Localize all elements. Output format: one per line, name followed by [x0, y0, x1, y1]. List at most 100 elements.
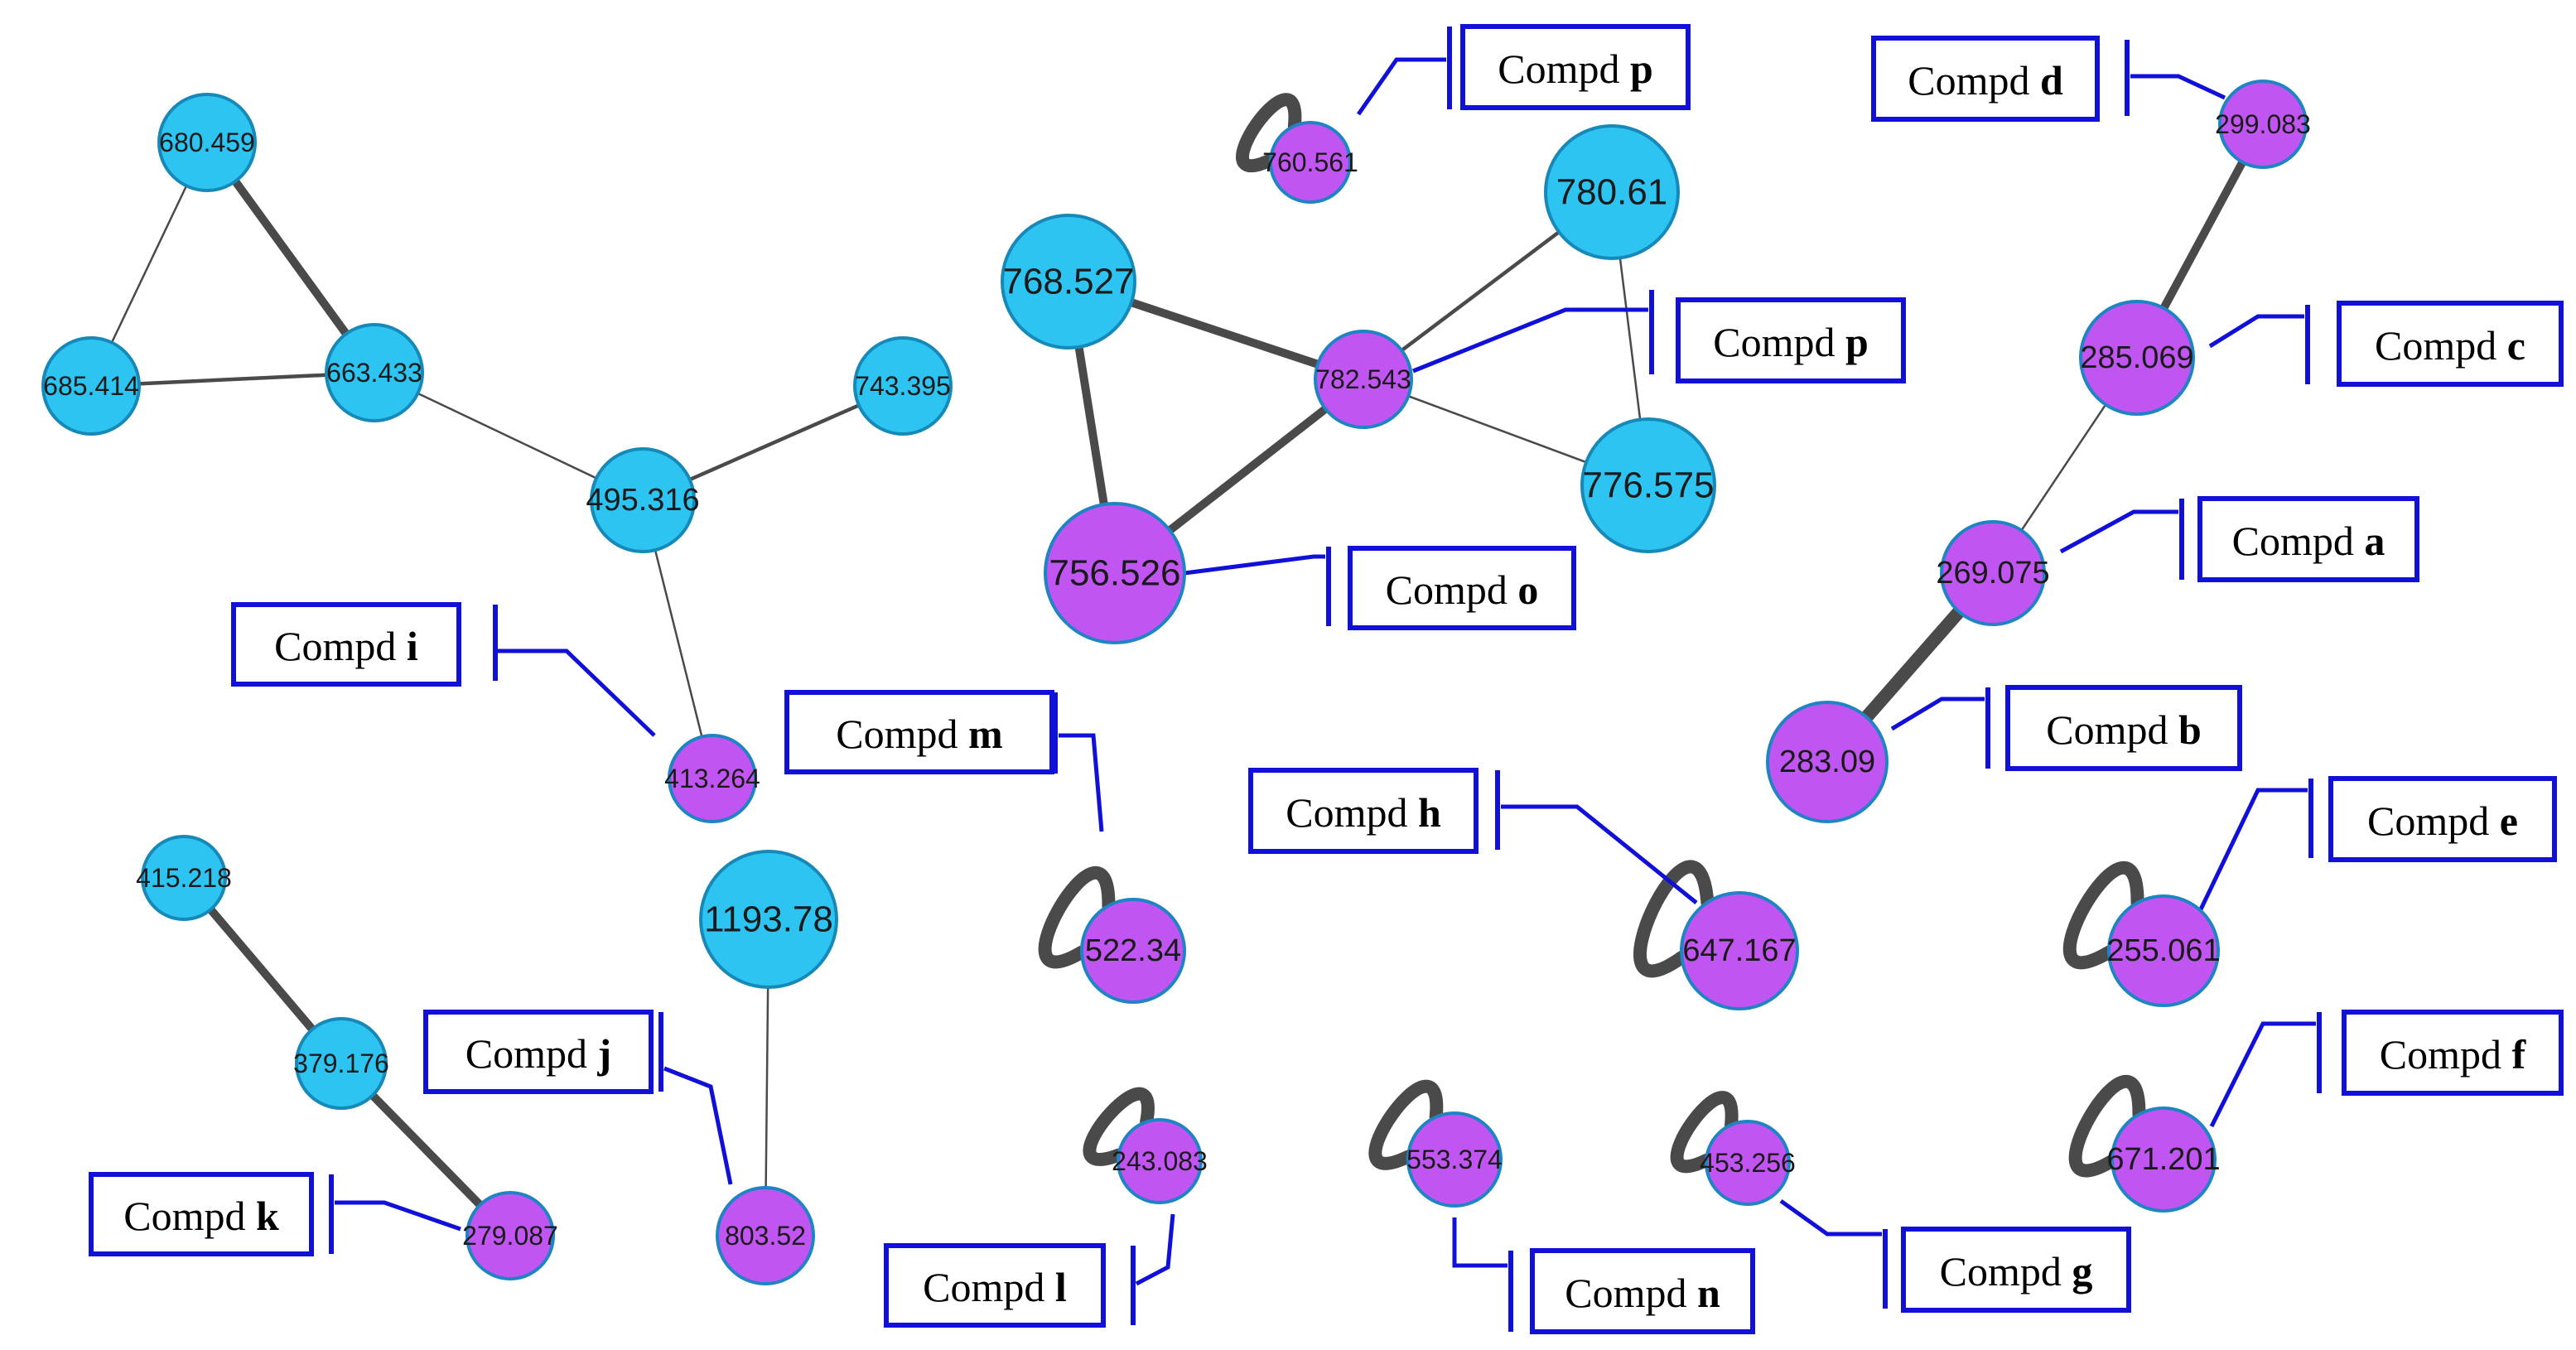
compound-label-text: Compd l	[923, 1264, 1067, 1310]
compound-prefix: Compd	[2367, 798, 2500, 844]
node-circle	[1766, 701, 1889, 823]
node-756.526[interactable]: 756.526	[1044, 502, 1186, 644]
compound-letter: j	[597, 1030, 612, 1077]
node-label: 553.374	[1406, 1145, 1503, 1174]
node-522.34[interactable]: 522.34	[1080, 898, 1186, 1004]
node-label: 255.061	[2106, 933, 2220, 968]
self-loop-n647167	[1633, 860, 1715, 978]
compound-label-box	[2337, 301, 2564, 387]
node-379.176[interactable]: 379.176	[293, 1017, 389, 1110]
compound-label-o: Compd o	[1348, 546, 1576, 630]
node-647.167[interactable]: 647.167	[1680, 891, 1799, 1010]
self-loop-n243083	[1083, 1087, 1155, 1166]
self-loop-n453256	[1670, 1091, 1739, 1174]
compound-label-text: Compd m	[836, 711, 1002, 757]
node-269.075[interactable]: 269.075	[1936, 520, 2050, 626]
node-circle	[466, 1191, 555, 1280]
compound-label-p: Compd p	[1676, 297, 1906, 383]
callout-line-c_e	[2197, 788, 2308, 913]
compound-letter: n	[1697, 1270, 1720, 1316]
node-label: 768.527	[1002, 262, 1134, 302]
node-663.433[interactable]: 663.433	[325, 323, 424, 422]
node-label: 803.52	[725, 1221, 806, 1251]
self-loop-n671201	[2068, 1074, 2146, 1178]
node-label: 522.34	[1085, 933, 1181, 968]
node-768.527[interactable]: 768.527	[1001, 214, 1136, 350]
self-loop-n255061	[2062, 861, 2144, 970]
node-279.087[interactable]: 279.087	[462, 1191, 558, 1280]
node-780.61[interactable]: 780.61	[1544, 124, 1680, 260]
node-413.264[interactable]: 413.264	[664, 734, 760, 823]
compound-prefix: Compd	[123, 1193, 256, 1239]
node-label: 776.575	[1582, 465, 1714, 506]
node-803.52[interactable]: 803.52	[716, 1186, 815, 1285]
node-circle	[1544, 124, 1680, 260]
compound-label-a: Compd a	[2197, 496, 2419, 582]
node-283.09[interactable]: 283.09	[1766, 701, 1889, 823]
compound-label-text: Compd e	[2367, 798, 2518, 844]
node-671.201[interactable]: 671.201	[2106, 1107, 2221, 1213]
node-label: 760.561	[1262, 147, 1358, 177]
node-255.061[interactable]: 255.061	[2106, 894, 2221, 1007]
self-loop-n553374	[1368, 1079, 1444, 1170]
node-243.083[interactable]: 243.083	[1112, 1118, 1208, 1204]
node-685.414[interactable]: 685.414	[41, 336, 141, 436]
compound-letter: p	[1845, 319, 1869, 365]
compound-label-text: Compd n	[1565, 1270, 1720, 1316]
callout-line-c_k	[335, 1200, 461, 1232]
node-label: 1193.78	[704, 899, 833, 940]
compound-prefix: Compd	[1713, 319, 1845, 365]
compound-prefix: Compd	[836, 711, 968, 757]
node-label: 743.395	[855, 371, 951, 401]
node-495.316[interactable]: 495.316	[586, 447, 700, 553]
compound-letter: i	[407, 623, 418, 669]
compound-prefix: Compd	[2232, 518, 2365, 564]
node-782.543[interactable]: 782.543	[1314, 330, 1413, 429]
node-label: 780.61	[1556, 172, 1668, 213]
node-circle	[325, 323, 424, 422]
compound-label-m: Compd m	[784, 690, 1054, 774]
callout-line-c_o	[1184, 554, 1325, 576]
node-circle	[853, 336, 953, 436]
callout-line-c_g	[1779, 1198, 1882, 1237]
compound-label-text: Compd d	[1908, 57, 2063, 104]
node-776.575[interactable]: 776.575	[1580, 417, 1716, 553]
compound-prefix: Compd	[1940, 1248, 2072, 1295]
node-circle	[295, 1017, 388, 1110]
node-415.218[interactable]: 415.218	[136, 835, 232, 921]
node-553.374[interactable]: 553.374	[1406, 1111, 1503, 1208]
node-743.395[interactable]: 743.395	[853, 336, 953, 436]
callout-line-c_d	[2130, 74, 2226, 100]
compound-label-j: Compd j	[423, 1010, 654, 1094]
compound-label-box	[884, 1243, 1106, 1328]
compound-label-text: Compd a	[2232, 518, 2385, 564]
node-circle	[1680, 891, 1799, 1010]
compound-label-k: Compd k	[89, 1172, 314, 1256]
node-circle	[1080, 898, 1186, 1004]
callout-line-c_j	[663, 1066, 733, 1185]
compound-letter: p	[1630, 46, 1653, 92]
node-680.459[interactable]: 680.459	[157, 93, 257, 192]
compound-prefix: Compd	[466, 1030, 598, 1077]
compound-label-box	[1676, 297, 1906, 383]
node-circle	[2079, 300, 2195, 416]
node-453.256[interactable]: 453.256	[1700, 1120, 1796, 1206]
compound-label-g: Compd g	[1901, 1227, 2131, 1313]
callout-line-c_n	[1452, 1217, 1507, 1268]
self-loop-n52234	[1038, 865, 1116, 969]
callout-line-c_l	[1135, 1213, 1175, 1286]
node-label: 685.414	[43, 371, 139, 401]
node-label: 299.083	[2215, 109, 2311, 139]
node-760.561[interactable]: 760.561	[1262, 121, 1358, 204]
callout-line-c_m	[1059, 733, 1104, 832]
compound-prefix: Compd	[1386, 567, 1518, 613]
compound-label-l: Compd l	[884, 1243, 1106, 1328]
node-1193.78[interactable]: 1193.78	[699, 850, 838, 989]
compound-label-n: Compd n	[1530, 1248, 1755, 1334]
node-285.069[interactable]: 285.069	[2079, 300, 2195, 416]
node-299.083[interactable]: 299.083	[2215, 80, 2311, 169]
compound-letter: b	[2178, 706, 2202, 753]
compound-label-text: Compd c	[2375, 322, 2525, 369]
